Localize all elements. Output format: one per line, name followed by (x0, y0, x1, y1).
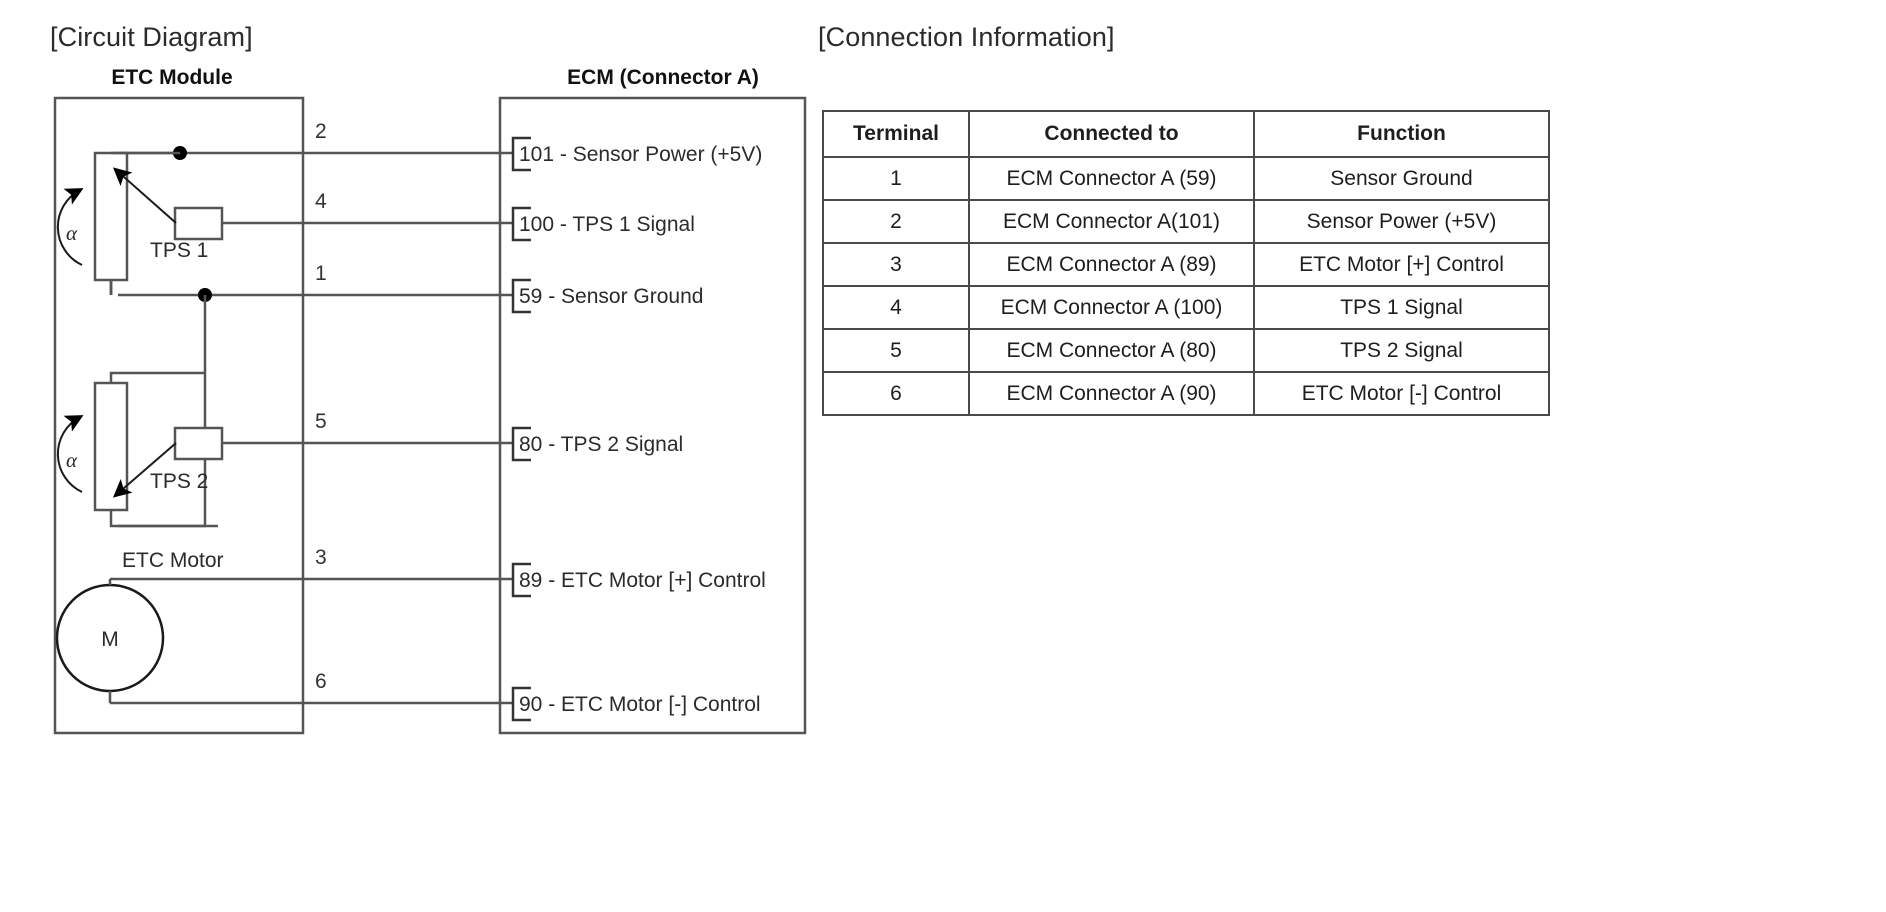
etc-motor-label: ETC Motor (122, 549, 224, 572)
cell-terminal: 5 (822, 328, 970, 373)
etc-module-box (53, 96, 305, 735)
wire-number-1: 1 (315, 262, 327, 285)
wire-number-2: 2 (315, 120, 327, 143)
ecm-connector-title: ECM (Connector A) (567, 66, 759, 89)
tps2-resistor-element (93, 381, 129, 512)
cell-terminal: 3 (822, 242, 970, 287)
pin-bracket-101 (511, 136, 531, 172)
circuit-diagram: ETC Module ECM (Connector A) TPS 1 (53, 66, 807, 735)
table-row: 3 ECM Connector A (89) ETC Motor [+] Con… (822, 242, 1550, 287)
connection-information-heading: [Connection Information] (818, 22, 1115, 52)
cell-function: TPS 1 Signal (1253, 285, 1550, 330)
tps1-rotation-arc (56, 188, 84, 266)
motor-symbol-letter: M (101, 628, 119, 651)
cell-connected: ECM Connector A(101) (968, 199, 1255, 244)
tps2-wiper-box (173, 426, 224, 461)
table-row: 2 ECM Connector A(101) Sensor Power (+5V… (822, 199, 1550, 244)
tps2-wiper-arrow (112, 442, 177, 498)
tps1-resistor-element (93, 151, 129, 282)
cell-function: ETC Motor [-] Control (1253, 371, 1550, 416)
th-function: Function (1253, 110, 1550, 158)
pin-label-80: 80 - TPS 2 Signal (519, 433, 683, 456)
wire-number-4: 4 (315, 190, 327, 213)
tps2-top-lead (109, 371, 205, 383)
table-header-row: Terminal Connected to Function (822, 110, 1550, 158)
pin-label-59: 59 - Sensor Ground (519, 285, 703, 308)
etc-module-title: ETC Module (111, 66, 232, 89)
table-row: 6 ECM Connector A (90) ETC Motor [-] Con… (822, 371, 1550, 416)
pin-label-101: 101 - Sensor Power (+5V) (519, 143, 762, 166)
cell-connected: ECM Connector A (90) (968, 371, 1255, 416)
cell-terminal: 6 (822, 371, 970, 416)
cell-connected: ECM Connector A (89) (968, 242, 1255, 287)
connection-information-table: Terminal Connected to Function 1 ECM Con… (822, 110, 1550, 416)
pin-bracket-100 (511, 206, 531, 242)
pin-label-100: 100 - TPS 1 Signal (519, 213, 695, 236)
th-terminal: Terminal (822, 110, 970, 158)
cell-function: ETC Motor [+] Control (1253, 242, 1550, 287)
th-connected-to: Connected to (968, 110, 1255, 158)
tps1-label: TPS 1 (150, 239, 208, 262)
pin-bracket-59 (511, 278, 531, 314)
cell-function: TPS 2 Signal (1253, 328, 1550, 373)
tps2-bottom-lead (109, 510, 218, 528)
wire-number-5: 5 (315, 410, 327, 433)
table-row: 1 ECM Connector A (59) Sensor Ground (822, 156, 1550, 201)
cell-connected: ECM Connector A (100) (968, 285, 1255, 330)
pin-label-89: 89 - ETC Motor [+] Control (519, 569, 766, 592)
cell-terminal: 4 (822, 285, 970, 330)
cell-function: Sensor Ground (1253, 156, 1550, 201)
cell-function: Sensor Power (+5V) (1253, 199, 1550, 244)
wire-number-6: 6 (315, 670, 327, 693)
ecm-connector-box (498, 96, 807, 735)
pin-bracket-90 (511, 686, 531, 722)
tps1-angle-label: α (66, 221, 78, 245)
wire-number-3: 3 (315, 546, 327, 569)
cell-terminal: 1 (822, 156, 970, 201)
cell-connected: ECM Connector A (80) (968, 328, 1255, 373)
tps1-wiper-box (173, 206, 224, 241)
connection-information-table-wrap: Terminal Connected to Function 1 ECM Con… (822, 110, 1550, 416)
pin-bracket-89 (511, 562, 531, 598)
tps2-label: TPS 2 (150, 470, 208, 493)
tps2-angle-label: α (66, 448, 78, 472)
tps2-rotation-arc (56, 415, 84, 493)
table-row: 5 ECM Connector A (80) TPS 2 Signal (822, 328, 1550, 373)
pin-label-90: 90 - ETC Motor [-] Control (519, 693, 761, 716)
table-row: 4 ECM Connector A (100) TPS 1 Signal (822, 285, 1550, 330)
cell-terminal: 2 (822, 199, 970, 244)
tps1-wiper-arrow (113, 167, 177, 224)
cell-connected: ECM Connector A (59) (968, 156, 1255, 201)
circuit-diagram-heading: [Circuit Diagram] (50, 22, 253, 52)
pin-bracket-80 (511, 426, 531, 462)
